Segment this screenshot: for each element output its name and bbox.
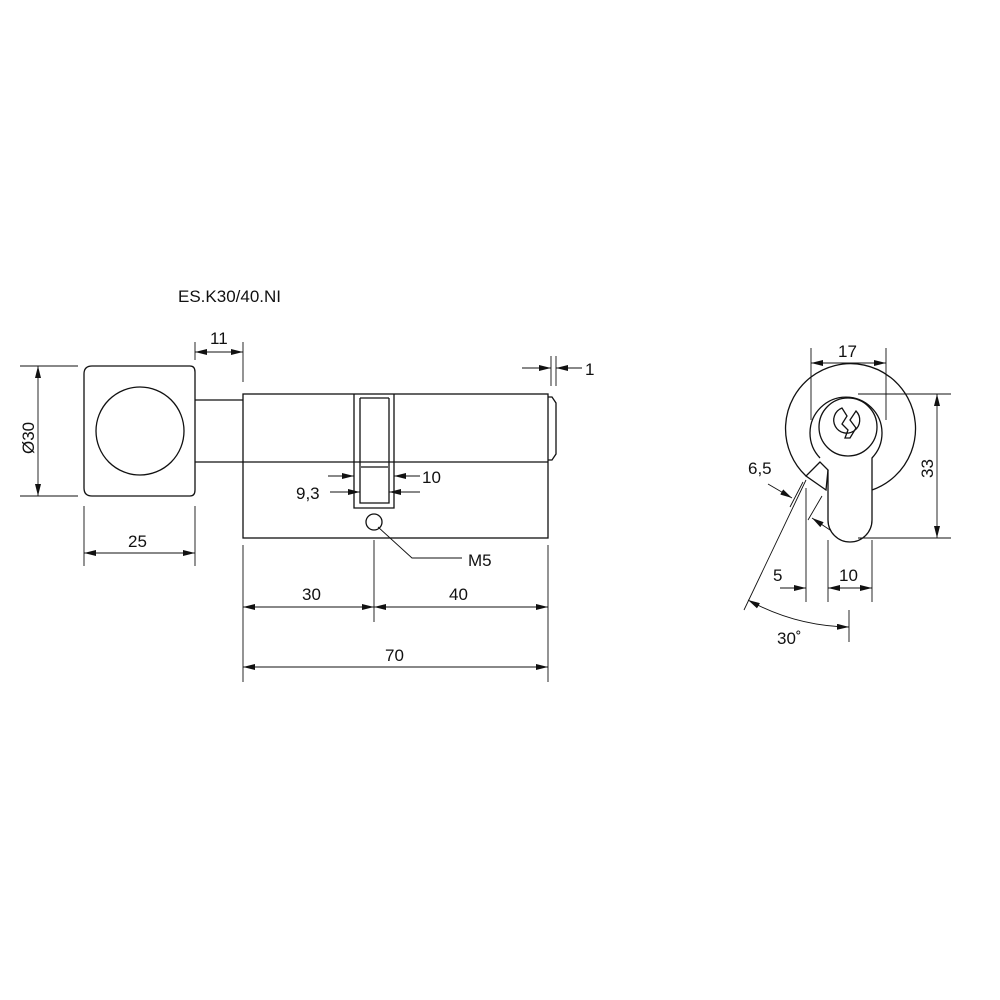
- left-length-label: 30: [302, 585, 321, 604]
- width-top-label: 17: [838, 342, 857, 361]
- cam-inner-label: 9,3: [296, 484, 320, 503]
- cam-outer-label: 10: [422, 468, 441, 487]
- rosette: [784, 363, 917, 491]
- shaft: [195, 399, 243, 463]
- cylinder-body: [242, 393, 549, 539]
- keyway-ring: [818, 397, 878, 457]
- drawing-title: ES.K30/40.NI: [178, 287, 281, 306]
- cam: [804, 461, 829, 492]
- knob-width-label: 25: [128, 532, 147, 551]
- cam-thickness-label: 6,5: [748, 459, 772, 478]
- bottom-width-label: 10: [839, 566, 858, 585]
- angle-label: 30˚: [777, 629, 802, 648]
- cam-offset-label: 5: [773, 566, 782, 585]
- nub-offset-label: 1: [585, 360, 594, 379]
- cylinder-profile-outer: [809, 396, 883, 543]
- side-view: M5 Ø30 25 11 1 9,3 10 30 40 70: [19, 329, 594, 682]
- right-length-label: 40: [449, 585, 468, 604]
- nub: [548, 396, 557, 461]
- shaft-length-label: 11: [210, 329, 228, 348]
- knob-diameter-label: Ø30: [19, 422, 38, 454]
- screw-label: M5: [468, 551, 492, 570]
- screw-hole: [365, 513, 383, 531]
- cam-slot: [353, 394, 395, 509]
- knob: [83, 365, 196, 497]
- height-label: 33: [918, 459, 937, 478]
- knob-face: [95, 386, 185, 476]
- total-length-label: 70: [385, 646, 404, 665]
- keyway-icon: [833, 407, 861, 439]
- front-view: 17 33 6,5 5 10 30˚: [743, 342, 951, 648]
